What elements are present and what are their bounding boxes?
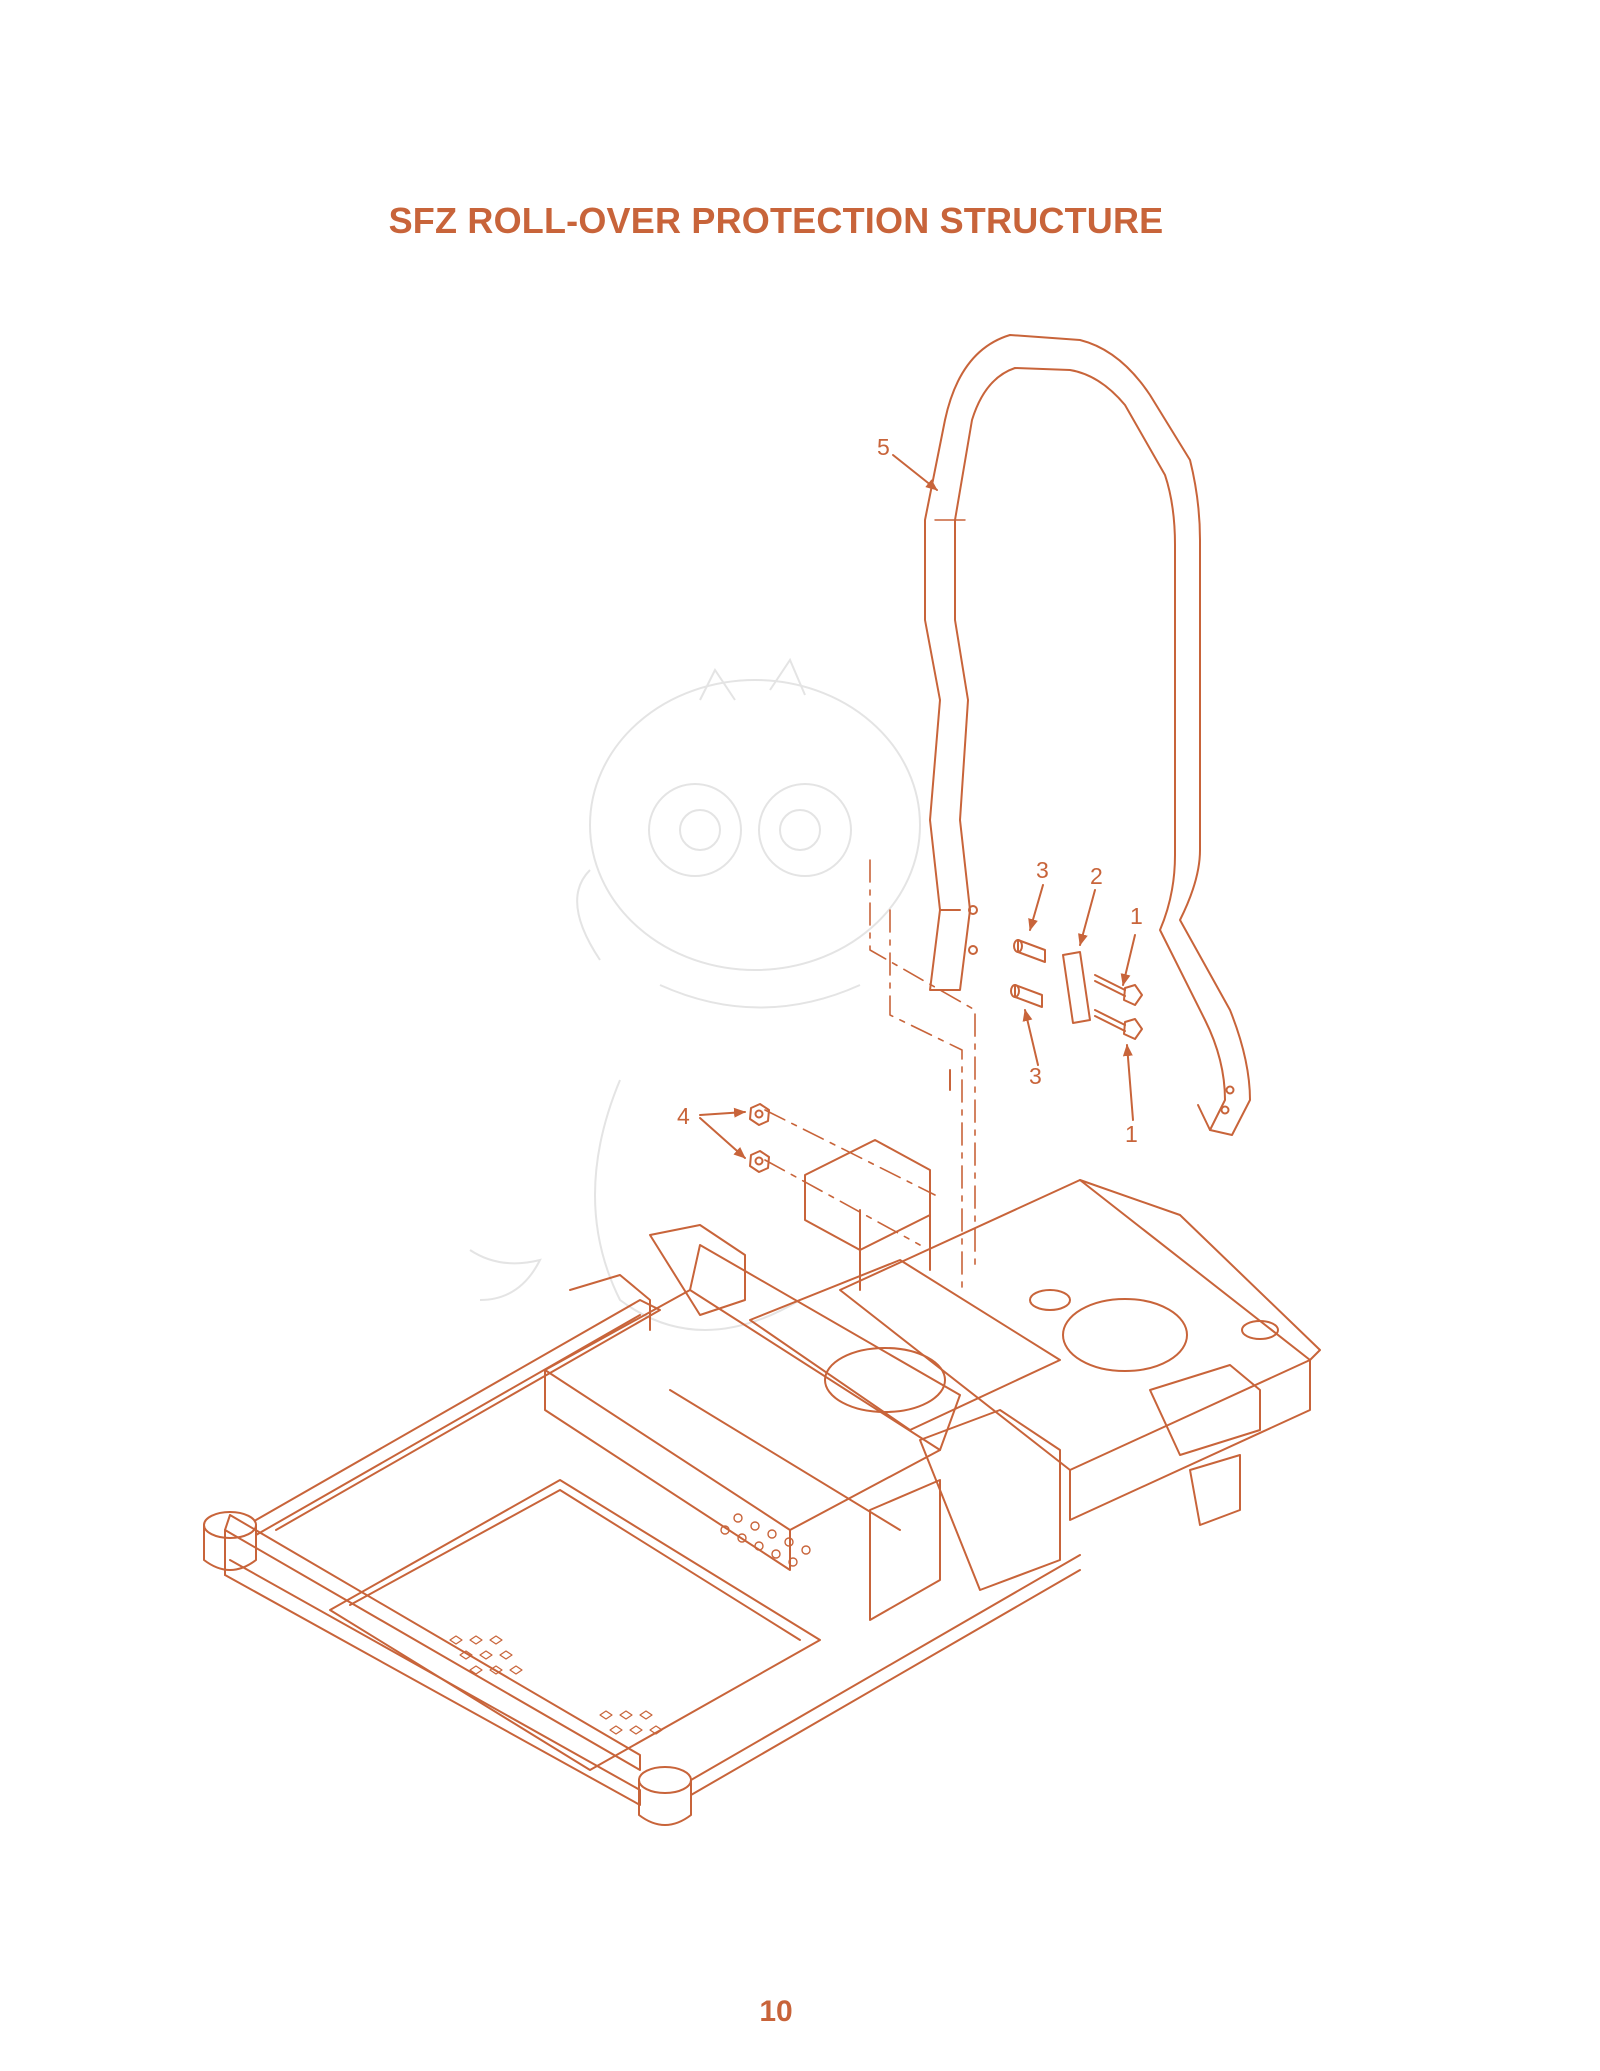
- leader-1-lower: [1122, 1044, 1134, 1121]
- nut-lower: [749, 1150, 770, 1173]
- nut-upper: [749, 1103, 770, 1126]
- spacer-upper: [1013, 939, 1046, 963]
- leader-4-upper: [699, 1107, 746, 1118]
- assembly-centerline: [764, 859, 976, 1291]
- callout-4: 4: [677, 1103, 690, 1129]
- callout-3-lower: 3: [1029, 1063, 1042, 1089]
- mounting-plate: [1062, 951, 1091, 1024]
- watermark-illustration: [469, 657, 921, 1331]
- tread-pattern: [449, 1635, 663, 1735]
- spacer-lower: [1010, 984, 1043, 1008]
- leader-5: [892, 454, 938, 491]
- vent-holes: [720, 1513, 811, 1567]
- leader-lines: [699, 454, 1136, 1159]
- leader-1-upper: [1120, 934, 1136, 986]
- leader-3-lower: [1022, 1009, 1039, 1066]
- leader-4-lower: [699, 1117, 746, 1159]
- leader-2: [1078, 889, 1096, 946]
- leader-3-upper: [1028, 884, 1044, 931]
- bolt-upper: [1094, 974, 1143, 1006]
- page-number: 10: [759, 1995, 793, 2028]
- bolt-lower: [1094, 1009, 1143, 1040]
- callout-1-upper: 1: [1130, 903, 1143, 929]
- line-art: [203, 334, 1321, 1826]
- callout-2: 2: [1090, 863, 1103, 889]
- rops-bar: [924, 334, 1251, 1136]
- page-title: SFZ ROLL-OVER PROTECTION STRUCTURE: [388, 200, 1164, 241]
- mower-frame: [203, 1139, 1321, 1826]
- callout-5: 5: [877, 434, 890, 460]
- callout-3-upper: 3: [1036, 857, 1049, 883]
- callout-1-lower: 1: [1125, 1121, 1138, 1147]
